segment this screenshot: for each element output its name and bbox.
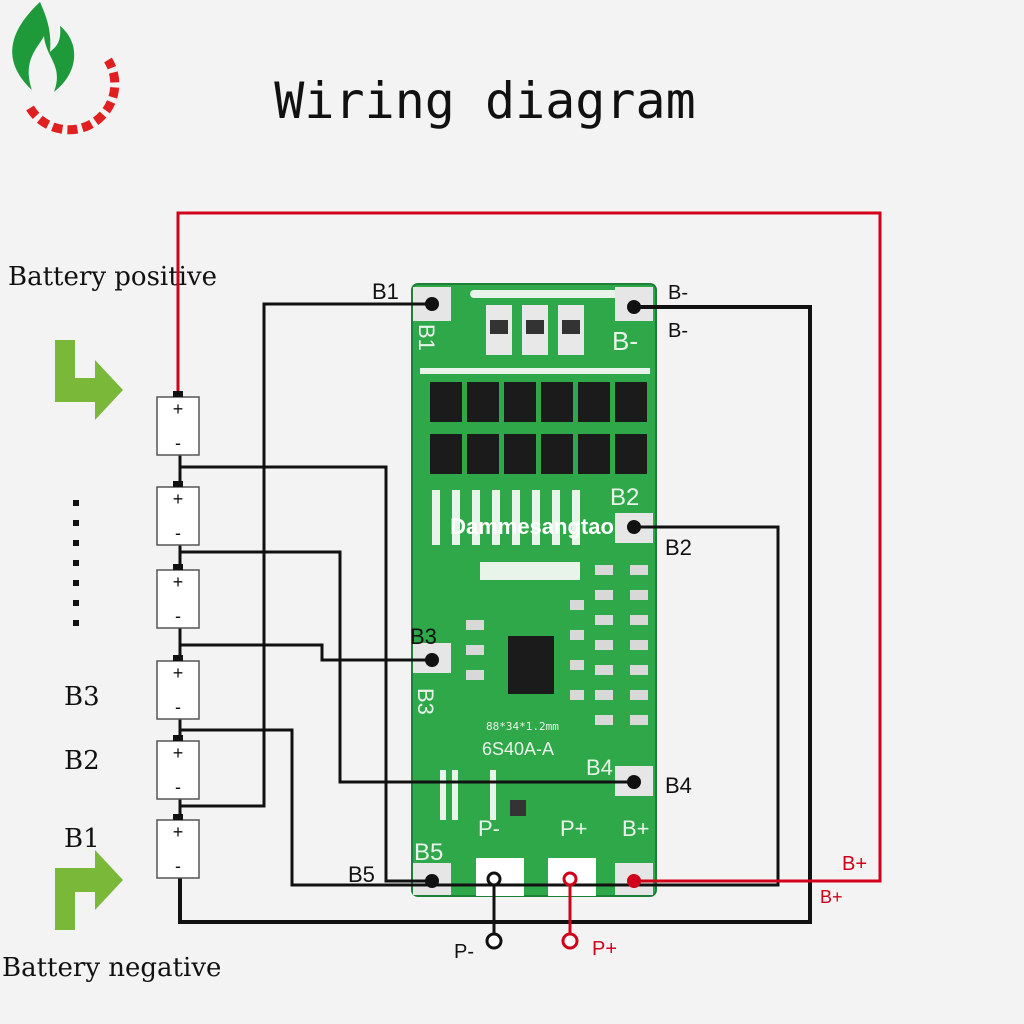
bms-board: B1 B- B2 B3 B4 B5 P- P+ B+ 88*34*1.2mm 6… [411, 283, 657, 897]
wire-b3 [180, 643, 432, 662]
cell-polarity-marks: + - + - + - + - + - + - [173, 399, 184, 876]
silk-p-minus: P- [478, 816, 500, 841]
label-b3: B3 [410, 624, 437, 649]
label-b1: B1 [372, 279, 399, 304]
cell-1-minus: - [175, 856, 181, 876]
cell-1 [156, 814, 200, 879]
cell-2-plus: + [173, 743, 184, 763]
cell-6 [156, 391, 200, 456]
battery-positive-label: Battery positive [8, 262, 217, 292]
pad-labels: B1 B- B- B2 B3 B4 B5 P- P+ B+ B+ [348, 279, 867, 963]
battery-negative-label: Battery negative [2, 953, 221, 983]
cell-4-minus: - [175, 606, 181, 626]
wire-b1 [180, 302, 432, 808]
b3-label: B3 [64, 682, 100, 712]
board-model: 6S40A-A [482, 739, 554, 759]
flame-gear-logo [12, 2, 120, 135]
silk-b2: B2 [610, 484, 639, 511]
p-plus-terminal [561, 932, 579, 950]
cell-4-plus: + [173, 572, 184, 592]
positive-wires [176, 211, 882, 941]
label-p-minus: P- [454, 941, 474, 963]
label-b-minus-top: B- [668, 282, 688, 304]
board-dimensions: 88*34*1.2mm [486, 720, 559, 733]
cell-6-plus: + [173, 399, 184, 419]
silk-b1: B1 [414, 324, 439, 351]
p-minus-pad-ring [486, 871, 502, 887]
cell-3-plus: + [173, 663, 184, 683]
cell-5-minus: - [175, 523, 181, 543]
wire-b-minus [178, 305, 812, 924]
cell-5 [156, 481, 200, 546]
cell-2-minus: - [175, 777, 181, 797]
silk-b4: B4 [586, 755, 613, 780]
cell-6-minus: - [175, 433, 181, 453]
cell-1-plus: + [173, 822, 184, 842]
battery-cells [156, 391, 200, 879]
cell-5-plus: + [173, 489, 184, 509]
pad-dots [425, 297, 641, 888]
label-b-plus-b: B+ [820, 887, 843, 907]
b2-label: B2 [64, 746, 100, 776]
wire-b-plus [176, 211, 882, 883]
cells-ellipsis [73, 500, 79, 626]
b-plus-pad-dot [627, 874, 641, 888]
brand-watermark: Dammesangtao [450, 514, 614, 539]
bent-arrow-right-icon [55, 340, 123, 420]
p-minus-terminal [485, 932, 503, 950]
silk-b-minus: B- [612, 326, 638, 356]
page-title: Wiring diagram [274, 72, 695, 130]
label-p-plus: P+ [592, 938, 617, 960]
label-b2: B2 [665, 535, 692, 560]
silk-b-plus: B+ [622, 816, 650, 841]
label-b-plus-a: B+ [842, 853, 867, 875]
silk-p-plus: P+ [560, 816, 588, 841]
silk-b3: B3 [413, 688, 438, 715]
wire-b4 [180, 550, 634, 784]
cell-4 [156, 564, 200, 629]
label-b5: B5 [348, 862, 375, 887]
silk-b5: B5 [414, 839, 443, 866]
wire-b2 [180, 525, 780, 887]
wire-b5 [180, 465, 432, 883]
cell-3 [156, 655, 200, 720]
b1-label: B1 [64, 824, 100, 854]
label-b4: B4 [665, 773, 692, 798]
label-b-minus: B- [668, 320, 688, 342]
cell-2 [156, 735, 200, 800]
cell-3-minus: - [175, 697, 181, 717]
bent-arrow-up-right-icon [55, 850, 123, 930]
wires [178, 302, 812, 941]
p-plus-pad-ring [562, 871, 578, 887]
